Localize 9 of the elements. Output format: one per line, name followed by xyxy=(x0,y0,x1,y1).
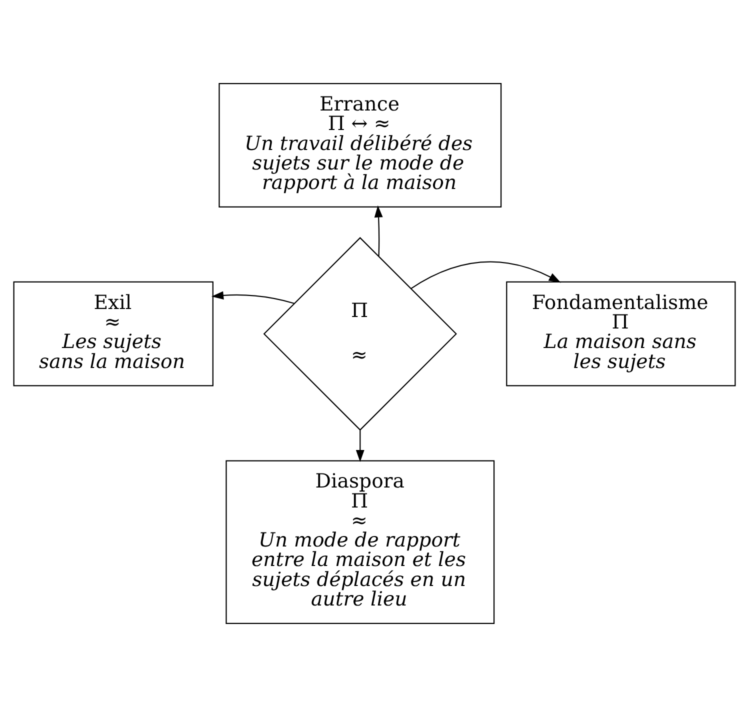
node-box: Errance Π ↔ ≈ Un travail délibéré des sujets sur le mode de rapport à la maison xyxy=(218,82,502,208)
arrow xyxy=(211,290,294,304)
node-box: Diaspora Π ≈ Un mode de rapport entre la maison et les sujets déplacés en un autre lieu xyxy=(226,460,495,624)
arrow xyxy=(410,260,561,289)
node-diamond: Π ≈ xyxy=(263,236,457,430)
arrow xyxy=(356,430,364,462)
arrow xyxy=(374,204,383,256)
node-box: Fondamentalisme Π La maison sans les sujets xyxy=(506,280,736,386)
node-box: Exil ≈ Les sujets sans la maison xyxy=(13,280,214,386)
